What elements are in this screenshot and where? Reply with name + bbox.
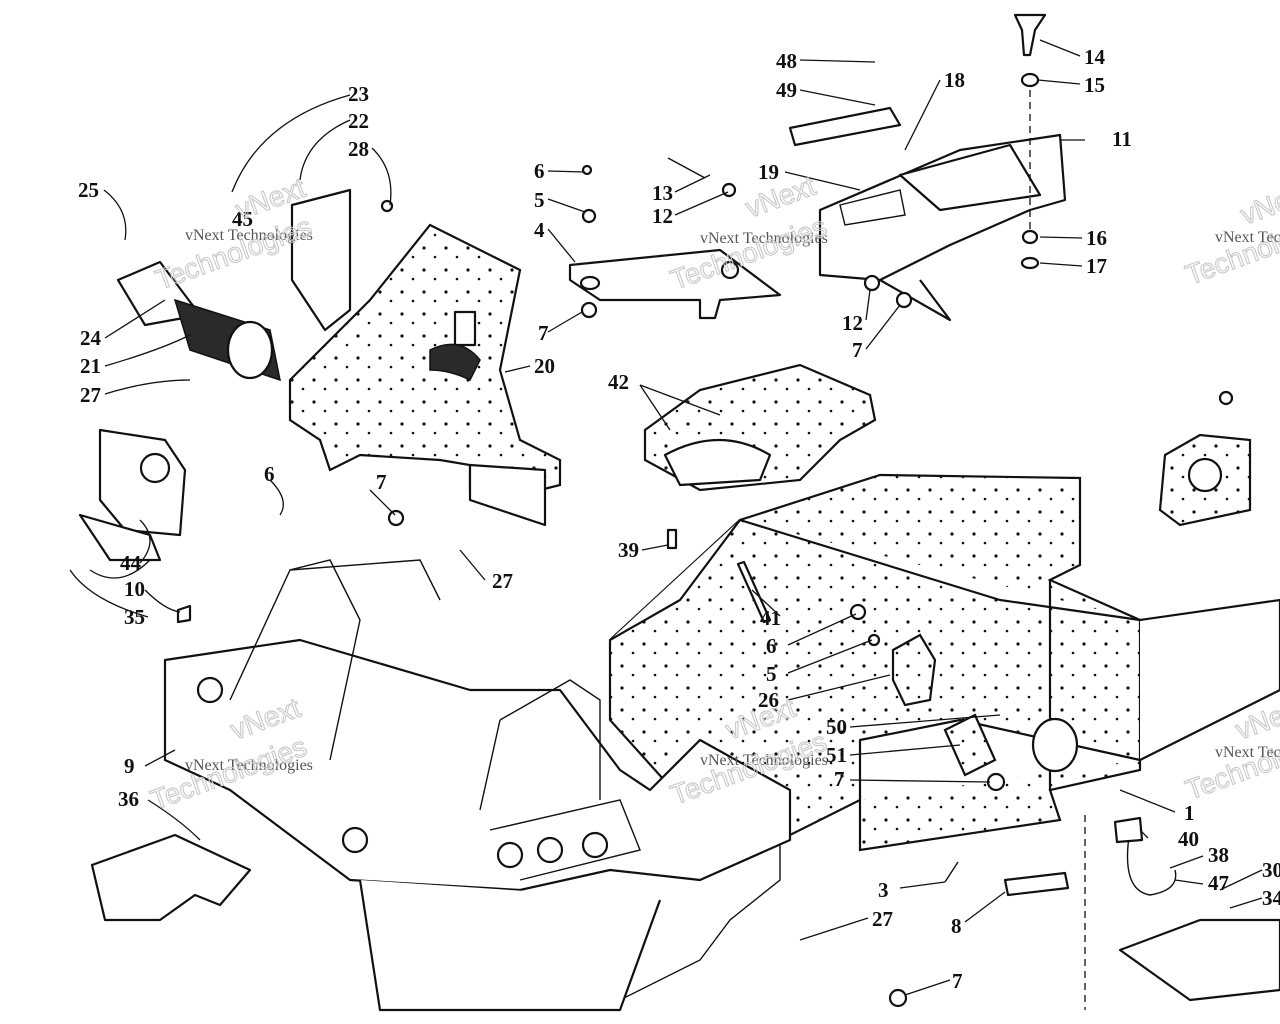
- watermark-line2: vNext Technologies: [700, 752, 828, 769]
- callout-6: 6: [534, 159, 545, 183]
- frame-main-chassis: [608, 473, 1280, 1002]
- callout-38: 38: [1208, 843, 1229, 867]
- callout-3: 3: [878, 878, 889, 902]
- callout-45: 45: [232, 207, 253, 231]
- watermark-line2: vNext Technologies: [185, 227, 313, 244]
- bracket-right: [1158, 433, 1252, 527]
- plate-49: [788, 106, 902, 147]
- callout-27: 27: [80, 383, 101, 407]
- skid-plate-36: [90, 833, 252, 922]
- callout-13: 13: [652, 181, 673, 205]
- housing-42: [643, 363, 877, 492]
- air-duct-21: [116, 260, 281, 382]
- callout-15: 15: [1084, 73, 1105, 97]
- callout-16: 16: [1086, 226, 1107, 250]
- watermark-line2: vNext Technologies: [700, 230, 828, 247]
- callout-34: 34: [1262, 886, 1280, 910]
- callout-7: 7: [376, 470, 387, 494]
- leader-lines: [69, 39, 1263, 1010]
- callout-9: 9: [124, 754, 135, 778]
- callout-17: 17: [1086, 254, 1107, 278]
- callout-22: 22: [348, 109, 369, 133]
- callout-7: 7: [852, 338, 863, 362]
- strap-47: [1113, 816, 1177, 896]
- callout-41: 41: [760, 606, 781, 630]
- callout-4: 4: [534, 218, 545, 242]
- callout-40: 40: [1178, 827, 1199, 851]
- callout-35: 35: [124, 605, 145, 629]
- plate-8: [1003, 871, 1070, 897]
- callout-42: 42: [608, 370, 629, 394]
- console-plate-11: [818, 133, 1067, 322]
- callout-10: 10: [124, 577, 145, 601]
- callout-5: 5: [534, 188, 545, 212]
- callout-51: 51: [826, 743, 847, 767]
- support-bracket-4: [568, 248, 782, 320]
- callout-50: 50: [826, 715, 847, 739]
- callout-7: 7: [834, 767, 845, 791]
- callout-25: 25: [78, 178, 99, 202]
- hardware: [176, 13, 1234, 1008]
- watermark-line2: vNext Technologies: [1215, 229, 1280, 246]
- callout-12: 12: [842, 311, 863, 335]
- callout-7: 7: [538, 321, 549, 345]
- callout-48: 48: [776, 49, 797, 73]
- callout-30: 30: [1262, 858, 1280, 882]
- callout-7: 7: [952, 969, 963, 993]
- watermark-line1: vNext: [1236, 177, 1280, 231]
- front-bulkhead-9: [163, 559, 792, 1012]
- callout-5: 5: [766, 662, 777, 686]
- callout-6: 6: [264, 462, 275, 486]
- bracket-22: [290, 188, 352, 332]
- bracket-26: [891, 633, 997, 777]
- callout-36: 36: [118, 787, 139, 811]
- callout-12: 12: [652, 204, 673, 228]
- callout-21: 21: [80, 354, 101, 378]
- callout-27: 27: [492, 569, 513, 593]
- callout-19: 19: [758, 160, 779, 184]
- callout-23: 23: [348, 82, 369, 106]
- watermark-right-top: vNext vNext Technologies Technologies: [1181, 176, 1280, 291]
- callout-20: 20: [534, 354, 555, 378]
- watermark-line2: vNext Technologies: [185, 757, 313, 774]
- callout-18: 18: [944, 68, 965, 92]
- callout-24: 24: [80, 326, 102, 350]
- callout-27: 27: [872, 907, 893, 931]
- callout-44: 44: [120, 551, 142, 575]
- callout-39: 39: [618, 538, 639, 562]
- callout-26: 26: [758, 688, 779, 712]
- nose-cone-20: [288, 223, 562, 527]
- callout-8: 8: [951, 914, 962, 938]
- callout-49: 49: [776, 78, 797, 102]
- callout-6: 6: [766, 634, 777, 658]
- watermark-line2: vNext Technologies: [1215, 744, 1280, 761]
- callout-47: 47: [1208, 871, 1229, 895]
- callout-labels: 1 3 4 5 5 6 6 6 7 7 7 7 7 7 8 9 10 11 12…: [78, 45, 1280, 993]
- callout-1: 1: [1184, 801, 1195, 825]
- callout-11: 11: [1112, 127, 1132, 151]
- callout-28: 28: [348, 137, 369, 161]
- shield-plate-44: [78, 428, 187, 562]
- callout-14: 14: [1084, 45, 1106, 69]
